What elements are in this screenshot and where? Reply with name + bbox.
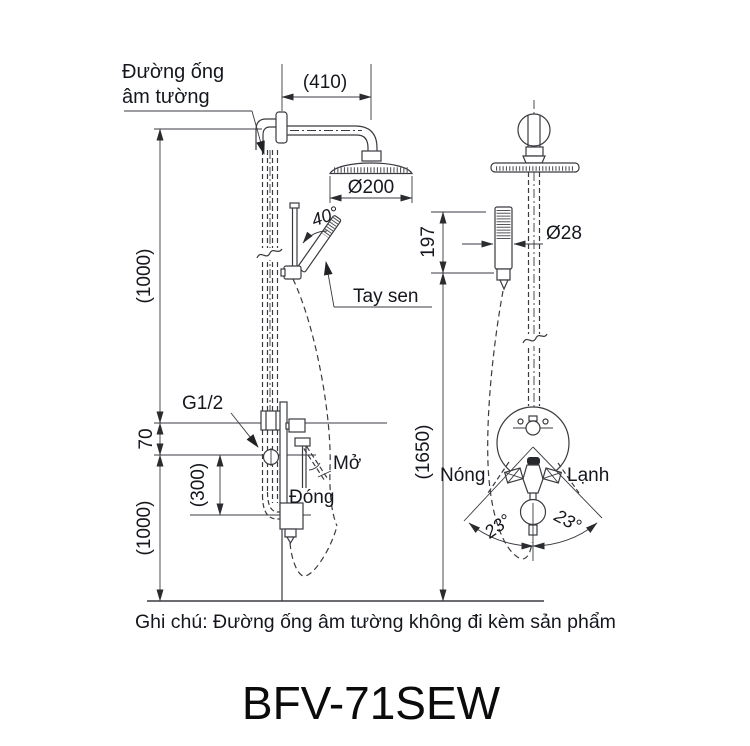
outlet-and-hose-front	[279, 278, 338, 601]
hand-shower-side	[487, 206, 533, 560]
lever-swing-angle	[463, 446, 603, 561]
dim-23-right: 23°	[550, 505, 584, 536]
hand-shower-front	[280, 202, 342, 280]
dim-1650: (1650)	[413, 425, 434, 480]
diverter-knob	[288, 418, 306, 433]
front-view	[154, 64, 414, 602]
dim-23-left: 23°	[480, 510, 515, 543]
mixer-valve-side	[487, 406, 580, 536]
lever-grip	[527, 457, 540, 465]
cold-label: Lạnh	[567, 465, 609, 486]
hand-shower-label: Tay sen	[353, 286, 418, 307]
lever-cap	[294, 437, 311, 447]
dim-200: Ø200	[348, 177, 394, 198]
hand-shower-holder	[283, 265, 302, 280]
pipe-break-mark	[522, 333, 548, 344]
leader-lines	[124, 110, 432, 448]
shower-hose-side	[487, 290, 533, 560]
dim-300: (300)	[188, 463, 209, 507]
side-view	[431, 100, 603, 602]
dim-70: 70	[136, 428, 157, 449]
shower-hose-front	[292, 278, 338, 527]
side-extension-lines	[431, 211, 494, 274]
footnote: Ghi chú: Đường ống âm tường không đi kèm…	[135, 611, 616, 633]
open-label: Mở	[333, 453, 361, 474]
arm-mount-circle	[517, 113, 551, 147]
dim-1000-lower: (1000)	[134, 501, 155, 556]
rain-shower-head-front	[328, 162, 414, 175]
temperature-knob	[525, 420, 541, 436]
lever-open-position	[303, 446, 328, 481]
shower-arm	[255, 111, 382, 162]
pipe-break-mark	[256, 248, 283, 259]
side-head	[490, 100, 580, 173]
dim-1000-upper: (1000)	[134, 249, 155, 304]
wall-pipe-label-line1: Đường ống	[122, 61, 224, 83]
front-extension-lines	[154, 64, 413, 516]
dim-197: 197	[418, 226, 439, 258]
dim-410: (410)	[303, 72, 347, 93]
front-dimension-lines	[156, 93, 413, 602]
arm-nut	[361, 150, 382, 162]
wall-plate	[279, 401, 288, 511]
model-number: BFV-71SEW	[242, 677, 501, 729]
dim-28: Ø28	[546, 223, 582, 244]
thread-label: G1/2	[182, 393, 223, 414]
concealed-wall-pipes	[256, 150, 283, 520]
wall-pipe-label-line2: âm tường	[122, 86, 210, 108]
hot-label: Nóng	[440, 465, 485, 486]
close-label: Đóng	[289, 487, 334, 508]
angle-40-arc	[302, 230, 328, 244]
side-pipe	[522, 172, 548, 410]
tee-fitting	[260, 410, 283, 431]
mixer-valve-front	[260, 401, 332, 511]
arm-flange	[275, 111, 288, 144]
